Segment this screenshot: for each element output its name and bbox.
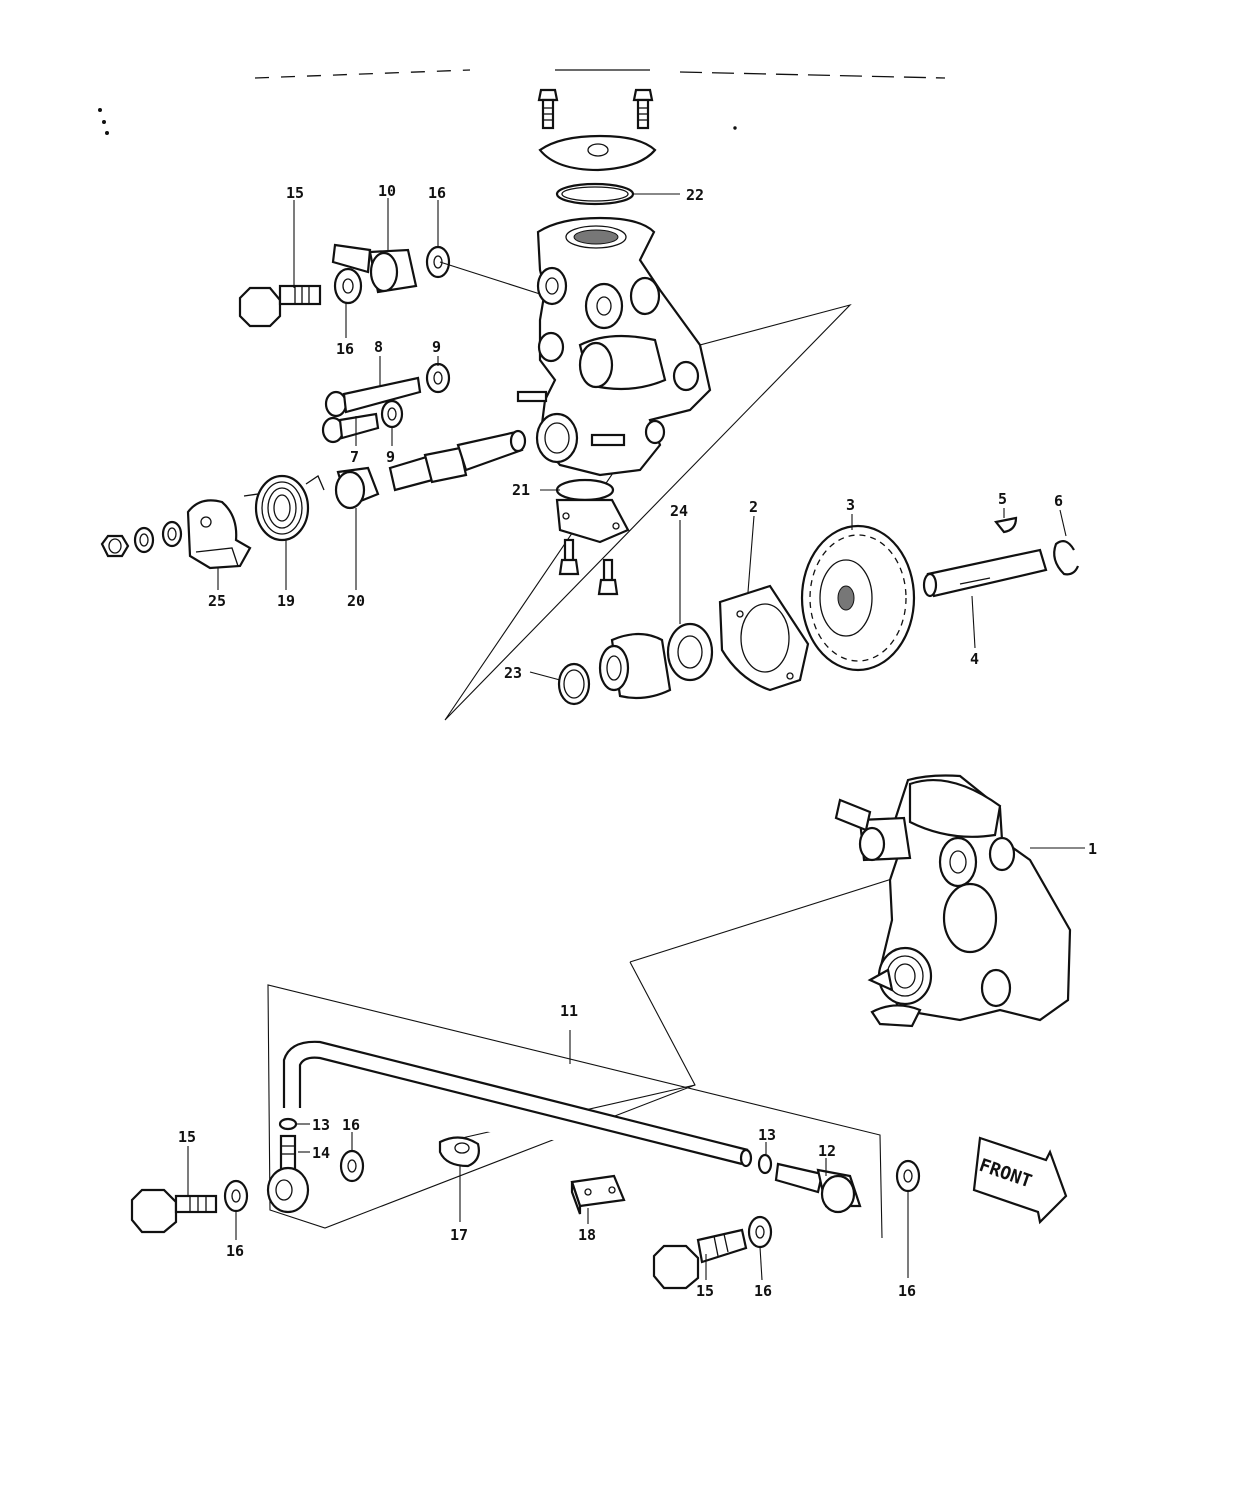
callout-8: 8 — [374, 338, 383, 356]
gasket-2 — [718, 584, 810, 692]
banjo-fitting-12 — [774, 1162, 862, 1214]
callout-16-top-right: 16 — [428, 184, 446, 202]
callout-11: 11 — [560, 1002, 578, 1020]
washer-16-bottom-d — [895, 1159, 921, 1193]
cover-screw-left — [537, 88, 559, 130]
banjo-bolt-15-bottom-right — [652, 1228, 748, 1290]
banjo-fitting-10 — [331, 243, 418, 294]
woodruff-key-5 — [994, 516, 1018, 534]
callout-7: 7 — [350, 448, 359, 466]
washer-16-bottom-a — [223, 1179, 249, 1213]
washer-small-a — [133, 526, 155, 554]
callout-20: 20 — [347, 592, 365, 610]
gear-3 — [800, 524, 916, 672]
callout-17: 17 — [450, 1226, 468, 1244]
hose-clip-13-b — [757, 1153, 773, 1175]
callout-leaders — [187, 193, 1085, 1281]
callout-18: 18 — [578, 1226, 596, 1244]
callout-19: 19 — [277, 592, 295, 610]
top-dashed-border — [98, 69, 946, 135]
spring-19 — [243, 474, 325, 542]
front-direction-arrow: FRONT — [972, 1136, 1068, 1225]
washer-small-b — [161, 520, 183, 548]
callout-9-b: 9 — [386, 448, 395, 466]
callout-16-hose: 16 — [342, 1116, 360, 1134]
pump-body — [516, 216, 712, 477]
callout-16-top-left: 16 — [336, 340, 354, 358]
callout-1: 1 — [1088, 840, 1097, 858]
callout-labels: 15 10 16 22 16 8 9 7 9 21 25 19 20 24 2 … — [178, 182, 1097, 1300]
circlip-6 — [1053, 540, 1080, 576]
screw-8 — [324, 376, 422, 418]
callout-15-bottom-right: 15 — [696, 1282, 714, 1300]
callout-14: 14 — [312, 1144, 330, 1162]
shaft-4 — [922, 548, 1048, 598]
callout-21: 21 — [512, 481, 530, 499]
plunger-shaft — [388, 429, 527, 492]
washer-16-bottom-c — [747, 1215, 773, 1249]
pump-cover-plate — [538, 134, 657, 172]
screw-bottom-a — [558, 538, 580, 576]
banjo-bolt-15-bottom-left — [130, 1188, 218, 1234]
callout-13-right: 13 — [758, 1126, 776, 1144]
callout-4: 4 — [970, 650, 979, 668]
callout-25: 25 — [208, 592, 226, 610]
screw-bottom-b — [597, 558, 619, 596]
banjo-fitting-14 — [266, 1134, 310, 1214]
washer-9-b — [380, 399, 404, 429]
callout-2: 2 — [749, 498, 758, 516]
o-ring-23 — [557, 662, 591, 706]
callout-24: 24 — [670, 502, 688, 520]
callout-9-a: 9 — [432, 338, 441, 356]
callout-13-left: 13 — [312, 1116, 330, 1134]
callout-22: 22 — [686, 186, 704, 204]
cover-screw-right — [632, 88, 654, 130]
shaft-housing — [598, 632, 672, 700]
o-ring-22 — [555, 182, 635, 206]
pump-lever-25 — [186, 499, 252, 570]
washer-9-a — [425, 362, 451, 394]
washer-16-top-a — [333, 267, 363, 305]
callout-15-top: 15 — [286, 184, 304, 202]
hose-clip-13-a — [278, 1117, 298, 1131]
washer-16-bottom-b — [339, 1149, 365, 1183]
callout-3: 3 — [846, 496, 855, 514]
callout-16-bottom-left: 16 — [226, 1242, 244, 1260]
callout-16-bottom-mid: 16 — [754, 1282, 772, 1300]
collar-20 — [334, 466, 380, 510]
oil-hose-11 — [282, 1040, 753, 1168]
bearing-24 — [666, 622, 714, 682]
callout-6: 6 — [1054, 492, 1063, 510]
washer-16-top-b — [425, 245, 451, 279]
banjo-bolt-15-top — [238, 284, 322, 328]
screw-7 — [321, 412, 380, 444]
assembled-pump-1 — [834, 774, 1072, 1028]
callout-10: 10 — [378, 182, 396, 200]
nut — [100, 534, 130, 558]
callout-5: 5 — [998, 490, 1007, 508]
plate-18 — [570, 1174, 626, 1215]
callout-23: 23 — [504, 664, 522, 682]
bottom-cover-21 — [555, 478, 630, 544]
gasket-17 — [438, 1136, 480, 1168]
callout-16-bottom-right: 16 — [898, 1282, 916, 1300]
callout-15-bottom-left: 15 — [178, 1128, 196, 1146]
callout-12: 12 — [818, 1142, 836, 1160]
